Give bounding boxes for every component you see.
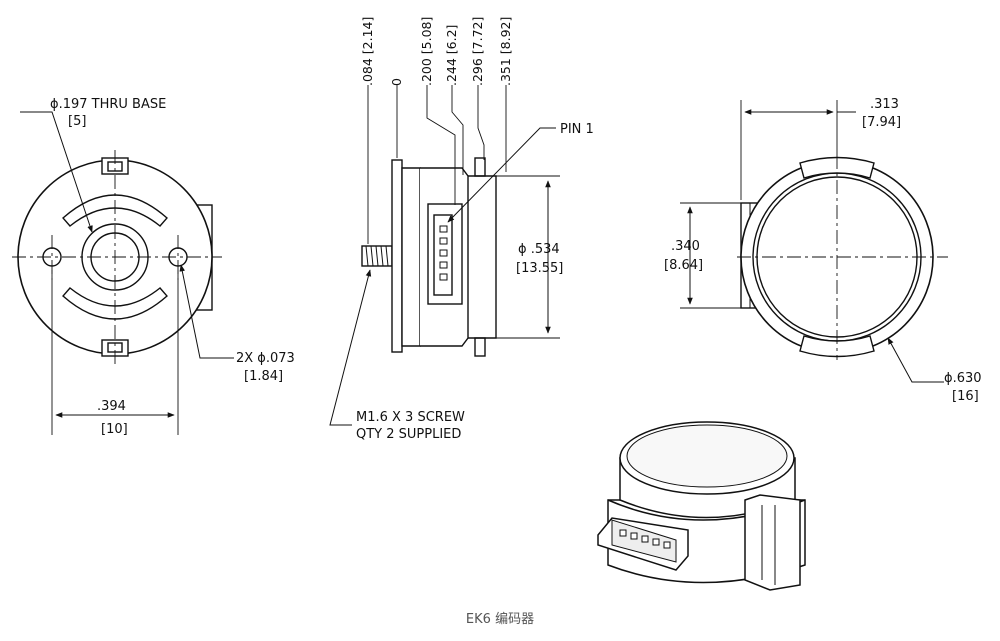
offset-label: .084 [2.14] bbox=[360, 17, 375, 86]
mount-hole-label: 2X ϕ.073 bbox=[236, 351, 295, 366]
thru-hole-label: ϕ.197 THRU BASE bbox=[50, 97, 166, 112]
back-diameter-label: ϕ.630 bbox=[944, 371, 982, 386]
offset-label: .244 [6.2] bbox=[444, 25, 459, 86]
offset-label: .200 [5.08] bbox=[419, 17, 434, 86]
side-view bbox=[329, 85, 560, 426]
pin-1-label: PIN 1 bbox=[560, 122, 594, 137]
screw-label: M1.6 X 3 SCREW bbox=[356, 410, 465, 425]
offset-label: .351 [8.92] bbox=[498, 17, 513, 86]
back-depth-label: .313 bbox=[870, 97, 899, 112]
back-view bbox=[680, 100, 948, 383]
screw-qty-label: QTY 2 SUPPLIED bbox=[356, 427, 461, 442]
front-width-metric: [10] bbox=[101, 422, 128, 437]
offset-label: .296 [7.72] bbox=[470, 17, 485, 86]
isometric-view bbox=[597, 421, 806, 591]
front-view bbox=[12, 111, 234, 435]
side-diameter-metric: [13.55] bbox=[516, 261, 563, 276]
offset-label: 0 bbox=[389, 78, 404, 86]
figure-caption: EK6 编码器 bbox=[465, 612, 535, 627]
side-offsets: .084 [2.14] 0 .200 [5.08] .244 [6.2] .29… bbox=[360, 17, 513, 86]
mount-hole-metric: [1.84] bbox=[244, 369, 283, 384]
back-height-label: .340 bbox=[671, 239, 700, 254]
back-height-metric: [8.64] bbox=[664, 258, 703, 273]
back-diameter-metric: [16] bbox=[952, 389, 979, 404]
thru-hole-metric: [5] bbox=[68, 114, 86, 129]
side-diameter-label: ϕ .534 bbox=[518, 242, 560, 257]
front-width-label: .394 bbox=[97, 399, 126, 414]
back-depth-metric: [7.94] bbox=[862, 115, 901, 130]
